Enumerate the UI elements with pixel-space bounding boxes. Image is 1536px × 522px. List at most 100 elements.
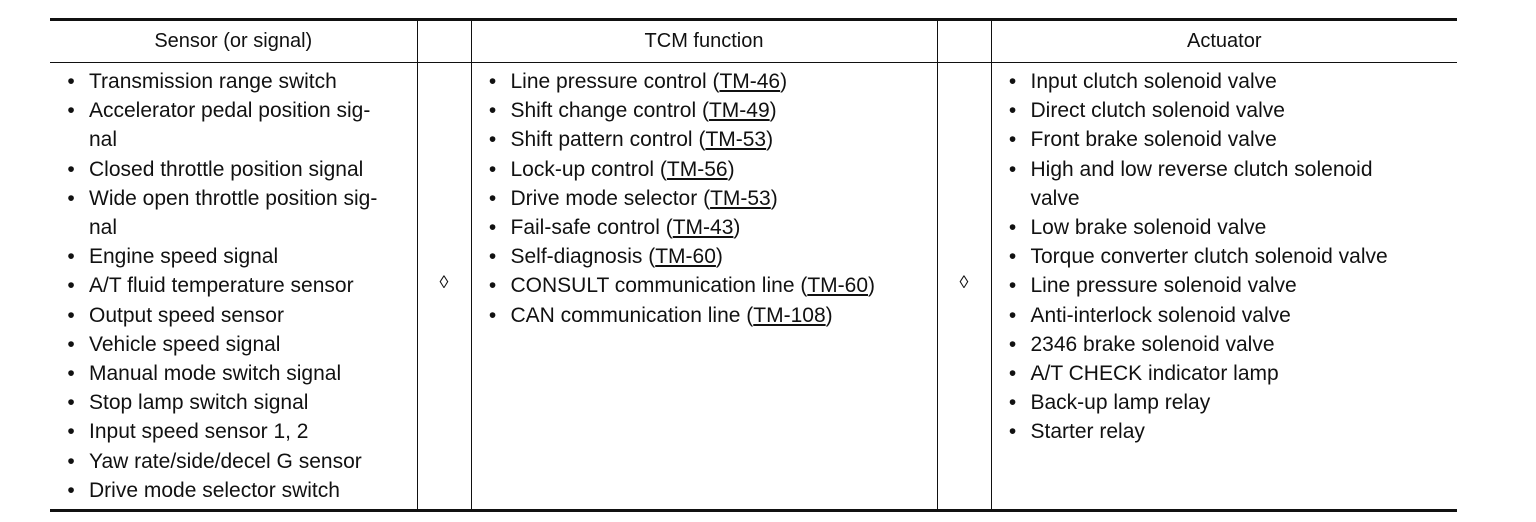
actuator-item-text: Direct clutch solenoid valve bbox=[1030, 99, 1285, 123]
function-item-text: CAN communication line bbox=[510, 303, 741, 327]
manual-reference-link[interactable]: TM-60 bbox=[655, 245, 716, 269]
actuator-item-text: A/T CHECK indicator lamp bbox=[1030, 362, 1279, 386]
actuator-item-text: High and low reverse clutch solenoid bbox=[1030, 157, 1373, 181]
arrow-header-spacer-1 bbox=[416, 19, 471, 63]
actuator-item-text: Starter relay bbox=[1030, 420, 1145, 444]
actuator-item-text: Input clutch solenoid valve bbox=[1030, 70, 1277, 93]
flow-arrow-icon: ◊ bbox=[959, 271, 969, 292]
bullet-icon: • bbox=[67, 303, 75, 327]
bullet-icon: • bbox=[1008, 70, 1017, 93]
bullet-icon: • bbox=[67, 186, 75, 210]
sensor-item-text: Output speed sensor bbox=[89, 303, 284, 327]
function-item-text: Fail-safe control bbox=[510, 216, 660, 240]
function-item-text: Self-diagnosis bbox=[510, 245, 643, 269]
manual-reference-link[interactable]: TM-43 bbox=[672, 216, 734, 240]
actuator-item-text: Low brake solenoid valve bbox=[1030, 216, 1267, 240]
sensor-item: •Accelerator pedal position sig- bbox=[64, 96, 417, 125]
function-item: •CONSULT communication line (TM-60) bbox=[486, 271, 937, 300]
actuator-item-text: Torque converter clutch solenoid valve bbox=[1030, 245, 1388, 269]
bullet-icon: • bbox=[1008, 274, 1017, 298]
sensor-item: nal bbox=[64, 213, 417, 242]
actuator-list: • Input clutch solenoid valve • Direct clut… bbox=[992, 63, 1458, 451]
function-item: •Lock-up control (TM-56) bbox=[486, 155, 937, 184]
actuator-item: • 2346 brake solenoid valve bbox=[1006, 330, 1458, 359]
manual-reference-link[interactable]: TM-60 bbox=[807, 274, 869, 298]
header-row: Sensor (or signal) TCM function Actuator bbox=[50, 19, 1457, 63]
actuator-item: • A/T CHECK indicator lamp bbox=[1006, 359, 1458, 388]
manual-reference-link[interactable]: TM-56 bbox=[666, 157, 728, 181]
function-item-text: Lock-up control bbox=[510, 157, 655, 181]
function-item-text: Drive mode selector bbox=[510, 186, 698, 210]
bullet-icon: • bbox=[67, 478, 75, 502]
bullet-icon: • bbox=[1008, 245, 1017, 269]
sensor-list: •Transmission range switch•Accelerator p… bbox=[50, 63, 417, 509]
bullet-icon: • bbox=[67, 70, 75, 93]
sensor-item-text: Stop lamp switch signal bbox=[89, 391, 309, 415]
bullet-icon: • bbox=[1008, 362, 1017, 386]
actuator-item: •Low brake solenoid valve bbox=[1006, 213, 1458, 242]
actuator-item-text: Front brake solenoid valve bbox=[1030, 128, 1277, 152]
sensor-item-text: Yaw rate/side/decel G sensor bbox=[89, 449, 362, 473]
function-item: •Line pressure control (TM-46) bbox=[486, 67, 937, 96]
manual-reference-link[interactable]: TM-53 bbox=[710, 186, 771, 210]
tcm-control-table: Sensor (or signal) TCM function Actuator… bbox=[50, 18, 1458, 513]
bullet-icon: • bbox=[67, 157, 75, 181]
function-item-text: Shift change control bbox=[510, 99, 697, 123]
actuator-cell: • Input clutch solenoid valve • Direct clut… bbox=[990, 62, 1458, 511]
actuator-item: valve bbox=[1006, 184, 1458, 213]
sensor-item-text: nal bbox=[89, 216, 118, 240]
actuator-item-text: Anti-interlock solenoid valve bbox=[1030, 303, 1291, 327]
bullet-icon: • bbox=[1008, 157, 1017, 181]
bullet-icon: • bbox=[488, 245, 497, 269]
bullet-icon: • bbox=[67, 332, 75, 356]
manual-reference-link[interactable]: TM-53 bbox=[705, 128, 767, 152]
bullet-icon: • bbox=[488, 157, 497, 181]
bullet-icon: • bbox=[67, 420, 75, 444]
actuator-header: Actuator bbox=[990, 19, 1457, 63]
manual-reference-link[interactable]: TM-108 bbox=[753, 303, 826, 327]
function-item: •Shift change control (TM-49) bbox=[486, 96, 937, 125]
flow-arrow-icon: ◊ bbox=[439, 271, 449, 292]
sensor-header: Sensor (or signal) bbox=[50, 19, 417, 63]
bullet-icon: • bbox=[1008, 420, 1017, 444]
sensor-item: • Stop lamp switch signal bbox=[64, 388, 417, 417]
actuator-item-text: 2346 brake solenoid valve bbox=[1030, 332, 1275, 356]
function-header: TCM function bbox=[470, 19, 937, 63]
actuator-item: • Torque converter clutch solenoid valve bbox=[1006, 242, 1458, 271]
function-list: •Line pressure control (TM-46)•Shift cha… bbox=[472, 63, 937, 334]
manual-reference-link[interactable]: TM-46 bbox=[719, 70, 781, 93]
manual-reference-link[interactable]: TM-49 bbox=[708, 99, 770, 123]
function-cell: •Line pressure control (TM-46)•Shift cha… bbox=[470, 62, 937, 511]
bullet-icon: • bbox=[67, 449, 75, 473]
function-item: •Shift pattern control (TM-53) bbox=[486, 125, 937, 154]
sensor-item-text: A/T fluid temperature sensor bbox=[89, 274, 354, 298]
bullet-icon: • bbox=[67, 99, 75, 123]
sensor-item: •A/T fluid temperature sensor bbox=[64, 271, 417, 300]
actuator-item: • Front brake solenoid valve bbox=[1006, 125, 1458, 154]
sensor-cell: •Transmission range switch•Accelerator p… bbox=[50, 63, 417, 511]
actuator-item: •Anti-interlock solenoid valve bbox=[1006, 301, 1458, 330]
bullet-icon: • bbox=[488, 186, 497, 210]
function-item-text: CONSULT communication line bbox=[510, 274, 795, 298]
sensor-item: •Input speed sensor 1, 2 bbox=[64, 417, 417, 446]
function-item-text: Shift pattern control bbox=[510, 128, 693, 152]
function-item: •Fail-safe control (TM-43) bbox=[486, 213, 937, 242]
function-item: •Self-diagnosis (TM-60) bbox=[486, 242, 937, 271]
sensor-item: •Engine speed signal bbox=[64, 242, 417, 271]
bullet-icon: • bbox=[1008, 391, 1017, 415]
sensor-item: • Drive mode selector switch bbox=[64, 476, 417, 505]
bullet-icon: • bbox=[488, 303, 497, 327]
actuator-item-text: Back-up lamp relay bbox=[1030, 391, 1211, 415]
sensor-item-text: nal bbox=[89, 128, 118, 152]
sensor-item-text: Vehicle speed signal bbox=[89, 332, 281, 356]
sensor-item-text: Drive mode selector switch bbox=[89, 478, 340, 502]
sensor-item: •Transmission range switch bbox=[64, 67, 417, 96]
bullet-icon: • bbox=[1008, 99, 1017, 123]
actuator-item-text: valve bbox=[1030, 186, 1080, 210]
sensor-item: •Closed throttle position signal bbox=[64, 155, 417, 184]
function-item: •Drive mode selector (TM-53) bbox=[486, 184, 937, 213]
bullet-icon: • bbox=[1008, 332, 1017, 356]
input-arrow-cell: ◊ bbox=[416, 62, 471, 511]
bullet-icon: • bbox=[1008, 128, 1017, 152]
bullet-icon: • bbox=[67, 391, 75, 415]
